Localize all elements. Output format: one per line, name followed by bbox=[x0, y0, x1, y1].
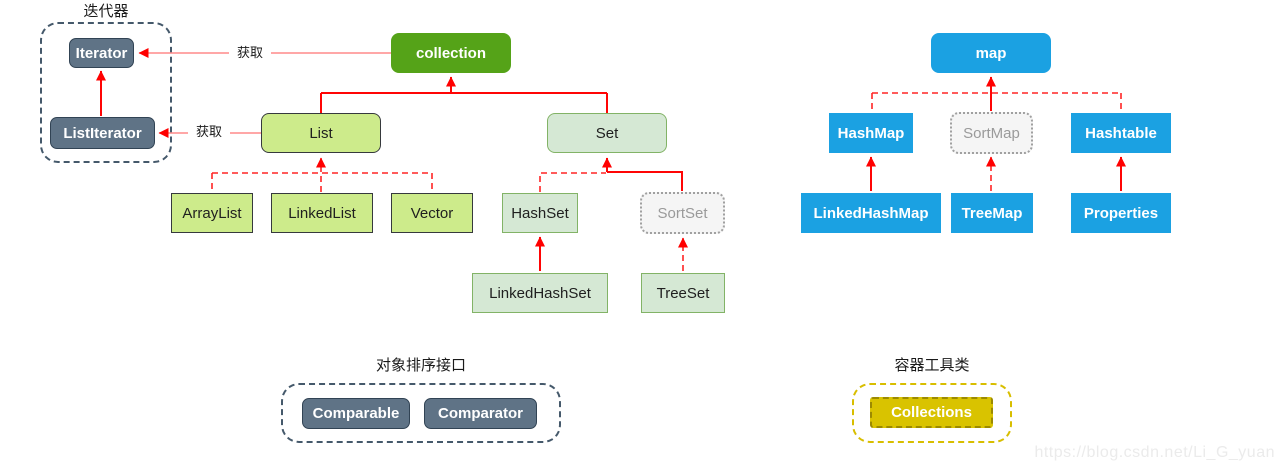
node-collection: collection bbox=[391, 33, 511, 73]
node-hash-set: HashSet bbox=[502, 193, 578, 233]
node-vector: Vector bbox=[391, 193, 473, 233]
edge-label-acquire-bottom: 获取 bbox=[188, 124, 230, 140]
watermark-url: https://blog.csdn.net/Li_G_yuan bbox=[1034, 444, 1275, 461]
utility-group-container bbox=[852, 383, 1012, 443]
node-hash-map: HashMap bbox=[829, 113, 913, 153]
edge-sortset-branch bbox=[607, 171, 683, 191]
node-comparator: Comparator bbox=[424, 398, 537, 429]
node-list: List bbox=[261, 113, 381, 153]
node-tree-map: TreeMap bbox=[951, 193, 1033, 233]
edge-label-acquire-top: 获取 bbox=[229, 45, 271, 61]
sorting-group-container bbox=[281, 383, 561, 443]
node-tree-set: TreeSet bbox=[641, 273, 725, 313]
node-collections: Collections bbox=[870, 397, 993, 428]
node-linked-hash-set: LinkedHashSet bbox=[472, 273, 608, 313]
node-sort-map: SortMap bbox=[950, 112, 1033, 154]
node-properties: Properties bbox=[1071, 193, 1171, 233]
utility-group-title: 容器工具类 bbox=[894, 357, 970, 374]
sorting-group-title: 对象排序接口 bbox=[375, 357, 466, 374]
node-iterator: Iterator bbox=[69, 38, 134, 68]
node-map: map bbox=[931, 33, 1051, 73]
node-list-iterator: ListIterator bbox=[50, 117, 155, 149]
node-set: Set bbox=[547, 113, 667, 153]
iterator-group-title: 迭代器 bbox=[83, 3, 129, 20]
node-hashtable: Hashtable bbox=[1071, 113, 1171, 153]
node-sort-set: SortSet bbox=[640, 192, 725, 234]
node-array-list: ArrayList bbox=[171, 193, 253, 233]
node-linked-hash-map: LinkedHashMap bbox=[801, 193, 941, 233]
iterator-group-container bbox=[40, 22, 172, 163]
node-linked-list: LinkedList bbox=[271, 193, 373, 233]
edge-hashset-branch bbox=[539, 172, 606, 192]
node-comparable: Comparable bbox=[302, 398, 410, 429]
